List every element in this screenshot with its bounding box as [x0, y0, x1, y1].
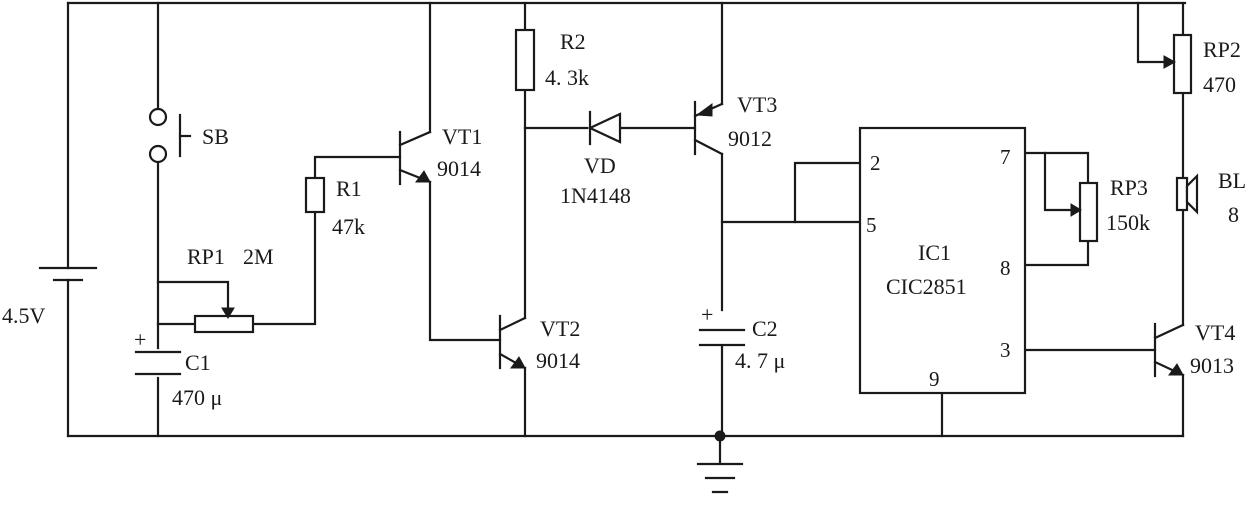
c1-value: 470 μ: [172, 385, 222, 410]
speaker-icon: [1175, 173, 1199, 215]
potentiometer-rp3: [1070, 181, 1099, 243]
diode-vd: [587, 110, 622, 146]
vt3-value: 9012: [728, 126, 772, 151]
ic-pin-3: 3: [1000, 338, 1011, 362]
c1-label: C1: [185, 350, 211, 375]
c1-polarity: +: [134, 327, 146, 352]
speaker-value: 8: [1228, 202, 1239, 227]
vt3-label: VT3: [737, 92, 777, 117]
rp2-value: 470: [1203, 72, 1236, 97]
speaker-label: BL: [1218, 168, 1246, 193]
r1-value: 47k: [332, 214, 365, 239]
transistor-vt3: [693, 100, 724, 156]
rp3-value: 150k: [1106, 210, 1150, 235]
r2-label: R2: [560, 29, 586, 54]
ic-pin-8: 8: [1000, 256, 1011, 280]
transistor-vt1: [398, 130, 432, 186]
c2-label: C2: [752, 316, 778, 341]
capacitor-c1: [134, 350, 182, 376]
c2-polarity: +: [701, 302, 713, 327]
ground-junction-dot: [714, 430, 726, 442]
potentiometer-rp2: [1163, 33, 1193, 95]
c2-value: 4. 7 μ: [735, 348, 785, 373]
vt2-label: VT2: [540, 316, 580, 341]
ground-icon: [696, 462, 744, 494]
ic-pin-7: 7: [1000, 145, 1011, 169]
rp3-label: RP3: [1110, 175, 1148, 200]
ic-label: IC1: [918, 240, 951, 265]
vd-label: VD: [584, 153, 616, 178]
ic-pin-5: 5: [866, 213, 877, 237]
transistor-vt2: [498, 314, 527, 370]
rp1-value: 2M: [243, 244, 274, 269]
vt1-label: VT1: [442, 124, 482, 149]
r2-value: 4. 3k: [545, 65, 589, 90]
transistor-vt4: [1153, 322, 1185, 378]
vt2-value: 9014: [536, 348, 580, 373]
battery-voltage-label: 4.5V: [2, 303, 46, 328]
ic1-chip: [858, 126, 1027, 395]
switch-label: SB: [202, 124, 229, 149]
ic-part-number: CIC2851: [886, 274, 967, 299]
vt1-value: 9014: [437, 156, 481, 181]
push-switch-sb[interactable]: [148, 107, 192, 164]
resistor-r2: [514, 28, 536, 92]
vt4-label: VT4: [1195, 320, 1235, 345]
wires: [66, 1, 1187, 464]
ic-pin-2: 2: [870, 151, 881, 175]
resistor-r1: [304, 176, 326, 214]
ic-pin-9: 9: [929, 367, 940, 391]
rp2-label: RP2: [1203, 37, 1241, 62]
potentiometer-rp1: [193, 307, 255, 334]
capacitor-c2: [698, 328, 746, 347]
vt4-value: 9013: [1190, 353, 1234, 378]
r1-label: R1: [336, 176, 362, 201]
rp1-label: RP1: [187, 244, 225, 269]
battery: [38, 266, 98, 282]
vd-value: 1N4148: [560, 183, 631, 208]
